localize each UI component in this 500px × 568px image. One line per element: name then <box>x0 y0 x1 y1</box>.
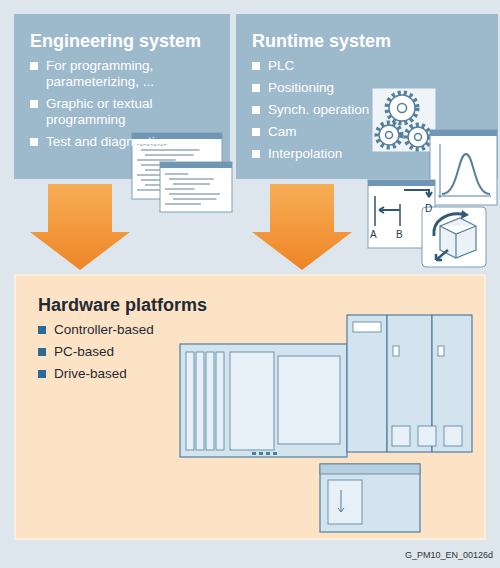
bullet-item: PC-based <box>38 344 189 360</box>
position-letter: A <box>370 229 377 241</box>
platform-box: Hardware platformsController-basedPC-bas… <box>14 274 486 540</box>
box-heading: Hardware platforms <box>38 294 474 316</box>
bullet-item: Graphic or textual programming <box>30 96 170 128</box>
position-letter: B <box>396 229 403 241</box>
position-letter: D <box>425 203 432 215</box>
bullet-item: Controller-based <box>38 322 189 338</box>
system-box: Engineering systemFor programming, param… <box>14 14 230 179</box>
bullet-item: Synch. operation <box>252 102 398 118</box>
system-box: Runtime systemPLC PositioningSynch. opera… <box>236 14 498 179</box>
box-heading: Runtime system <box>252 30 488 52</box>
bullet-item: Interpolation <box>252 146 398 162</box>
illustration <box>236 14 237 15</box>
bullet-item: Drive-based <box>38 366 189 382</box>
illustration <box>14 14 15 15</box>
bullet-item: Positioning <box>252 80 398 96</box>
box-heading: Engineering system <box>30 30 220 52</box>
flow-arrow <box>30 184 130 270</box>
bullet-item: Cam <box>252 124 398 140</box>
figure-id: G_PM10_EN_00126d <box>405 549 493 561</box>
bullet-item: PLC <box>252 58 398 74</box>
bullet-item: For programming, parameterizing, ... <box>30 58 170 90</box>
bullet-item: Test and diagnostics <box>30 134 170 150</box>
illustration <box>16 276 17 277</box>
flow-arrow <box>252 184 352 270</box>
